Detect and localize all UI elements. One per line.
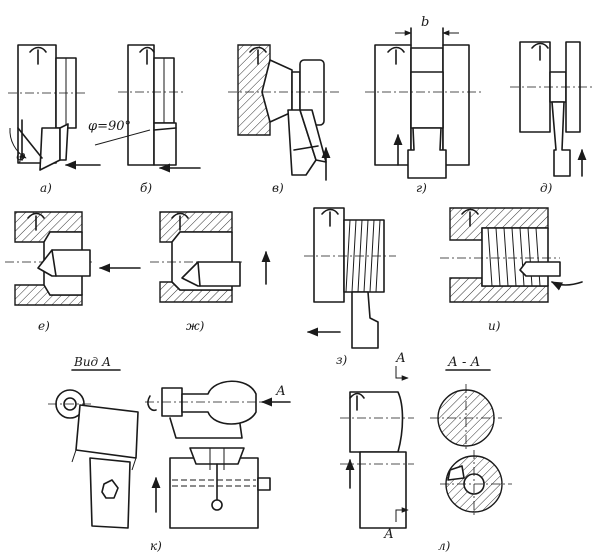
panel-e: е) (5, 211, 141, 333)
internal-thread (487, 227, 541, 287)
phi-90-label: φ=90° (88, 119, 131, 134)
panel-k: Вид А А к) (48, 355, 291, 553)
section-aa-title: А - А (447, 355, 480, 370)
panel-b: φ=90° б) (88, 44, 201, 195)
label-l: л) (438, 539, 451, 553)
width-b-label: b (421, 15, 429, 30)
label-e: е) (38, 319, 50, 333)
panel-z: з) (304, 207, 396, 367)
label-d: д) (540, 181, 553, 195)
label-a: а) (40, 181, 52, 195)
panel-v: в) (228, 44, 340, 195)
view-a-title: Вид А (73, 355, 111, 369)
section-a-top: А (395, 351, 406, 366)
label-zh: ж) (186, 319, 205, 333)
label-v: в) (272, 181, 284, 195)
panel-l: А А А - А л) (340, 351, 512, 553)
label-k: к) (150, 539, 162, 553)
section-a-bottom: А (383, 527, 394, 542)
panel-zh: ж) (150, 211, 271, 333)
arrow-a-label: А (275, 384, 286, 399)
panel-g: b г) (365, 15, 482, 195)
panel-i: и) (440, 207, 583, 333)
label-b: б) (140, 181, 152, 195)
panel-d: д) (510, 41, 592, 195)
label-i: и) (488, 319, 501, 333)
panel-a: φ а) (8, 44, 101, 195)
label-g: г) (416, 181, 427, 195)
label-z: з) (336, 353, 348, 367)
phi-angle-label: φ (16, 149, 26, 164)
